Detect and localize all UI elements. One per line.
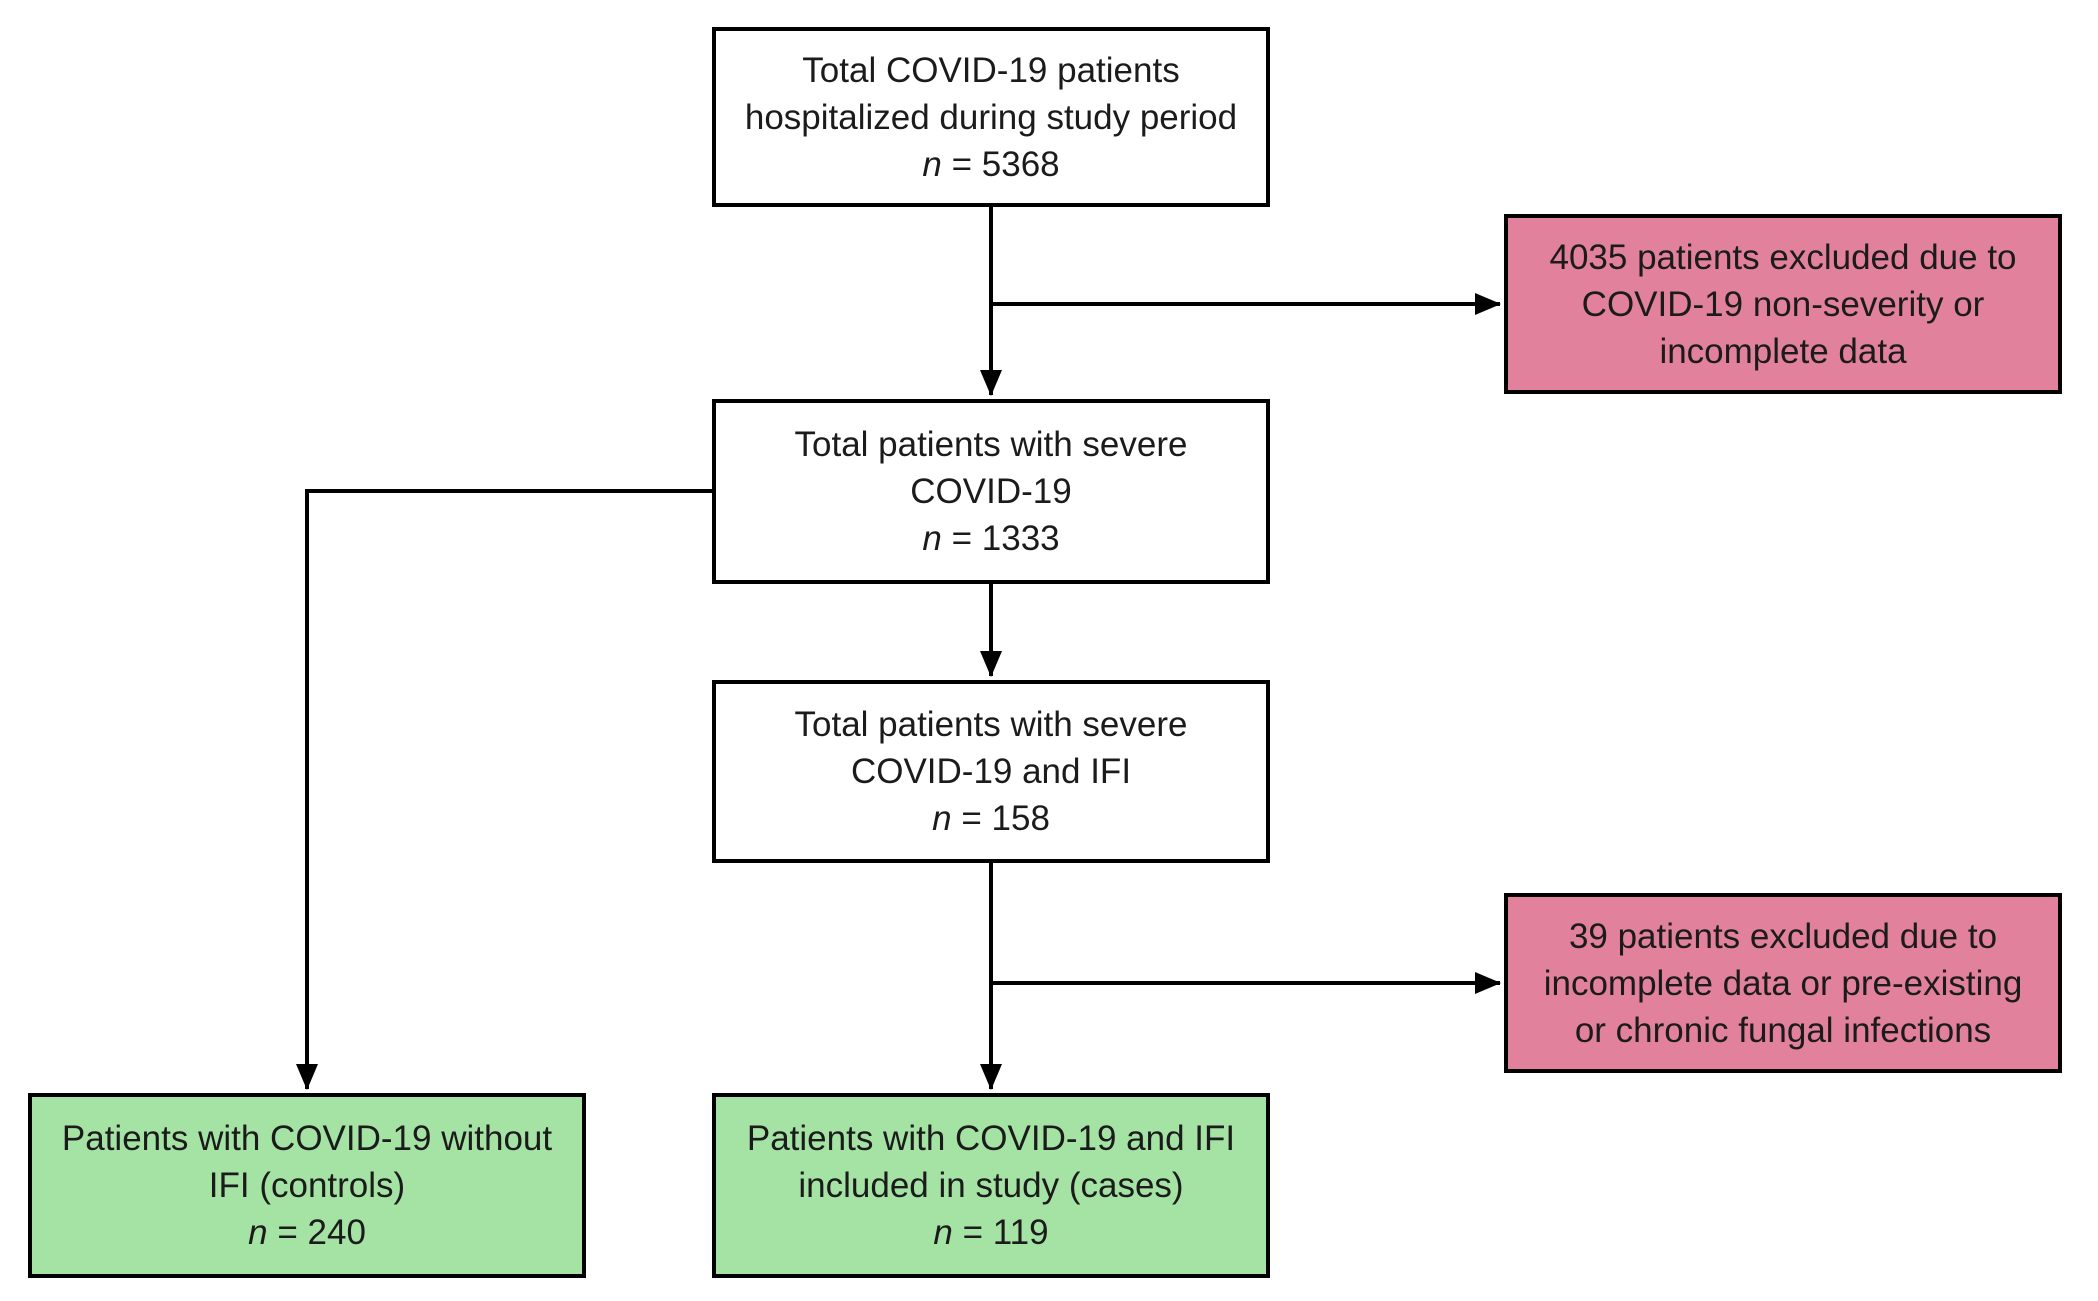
node-text-line: IFI (controls): [208, 1166, 406, 1205]
node-severe-covid-ifi: Total patients with severe COVID-19 and …: [712, 680, 1270, 863]
n-value: = 1333: [951, 519, 1060, 558]
node-severe-covid: Total patients with severe COVID-19 n= 1…: [712, 399, 1270, 584]
node-text-line: incomplete data or pre-existing: [1543, 963, 2023, 1003]
n-variable: n: [922, 519, 942, 558]
node-total-hospitalized: Total COVID-19 patients hospitalized dur…: [712, 27, 1270, 207]
node-text-line: Total patients with severe: [794, 705, 1188, 744]
node-n-line: n= 158: [932, 795, 1050, 842]
node-controls: Patients with COVID-19 without IFI (cont…: [28, 1093, 586, 1278]
node-text-line: incomplete data: [1659, 331, 1907, 371]
node-text-line: COVID-19: [910, 472, 1072, 511]
node-text-line: or chronic fungal infections: [1574, 1010, 1992, 1050]
node-excluded-nonseverity: 4035 patients excluded due to COVID-19 n…: [1504, 214, 2062, 394]
n-variable: n: [922, 144, 942, 184]
arrow-severe-to-controls: [296, 489, 712, 1090]
node-text-line: COVID-19 non-severity or: [1581, 284, 1985, 324]
node-n-line: n= 1333: [922, 515, 1059, 562]
node-text-line: Patients with COVID-19 without: [61, 1119, 553, 1158]
node-text-line: Total COVID-19 patients: [802, 50, 1180, 90]
node-excluded-fungal: 39 patients excluded due to incomplete d…: [1504, 893, 2062, 1073]
n-value: = 119: [962, 1213, 1049, 1252]
node-n-line: n= 240: [248, 1209, 366, 1256]
node-text-line: hospitalized during study period: [744, 97, 1238, 137]
node-n-line: n= 5368: [922, 141, 1059, 188]
node-n-line: n= 119: [933, 1209, 1048, 1256]
n-variable: n: [932, 799, 952, 838]
node-text-line: Total patients with severe: [794, 425, 1188, 464]
n-variable: n: [248, 1213, 268, 1252]
node-text-line: COVID-19 and IFI: [850, 752, 1132, 791]
n-value: = 5368: [951, 144, 1060, 184]
node-text-line: 4035 patients excluded due to: [1549, 237, 2017, 277]
n-value: = 240: [277, 1213, 366, 1252]
node-cases: Patients with COVID-19 and IFI included …: [712, 1093, 1270, 1278]
node-text-line: Patients with COVID-19 and IFI: [746, 1119, 1236, 1158]
n-variable: n: [933, 1213, 953, 1252]
n-value: = 158: [961, 799, 1050, 838]
node-text-line: 39 patients excluded due to: [1568, 916, 1998, 956]
node-text-line: included in study (cases): [798, 1166, 1184, 1205]
